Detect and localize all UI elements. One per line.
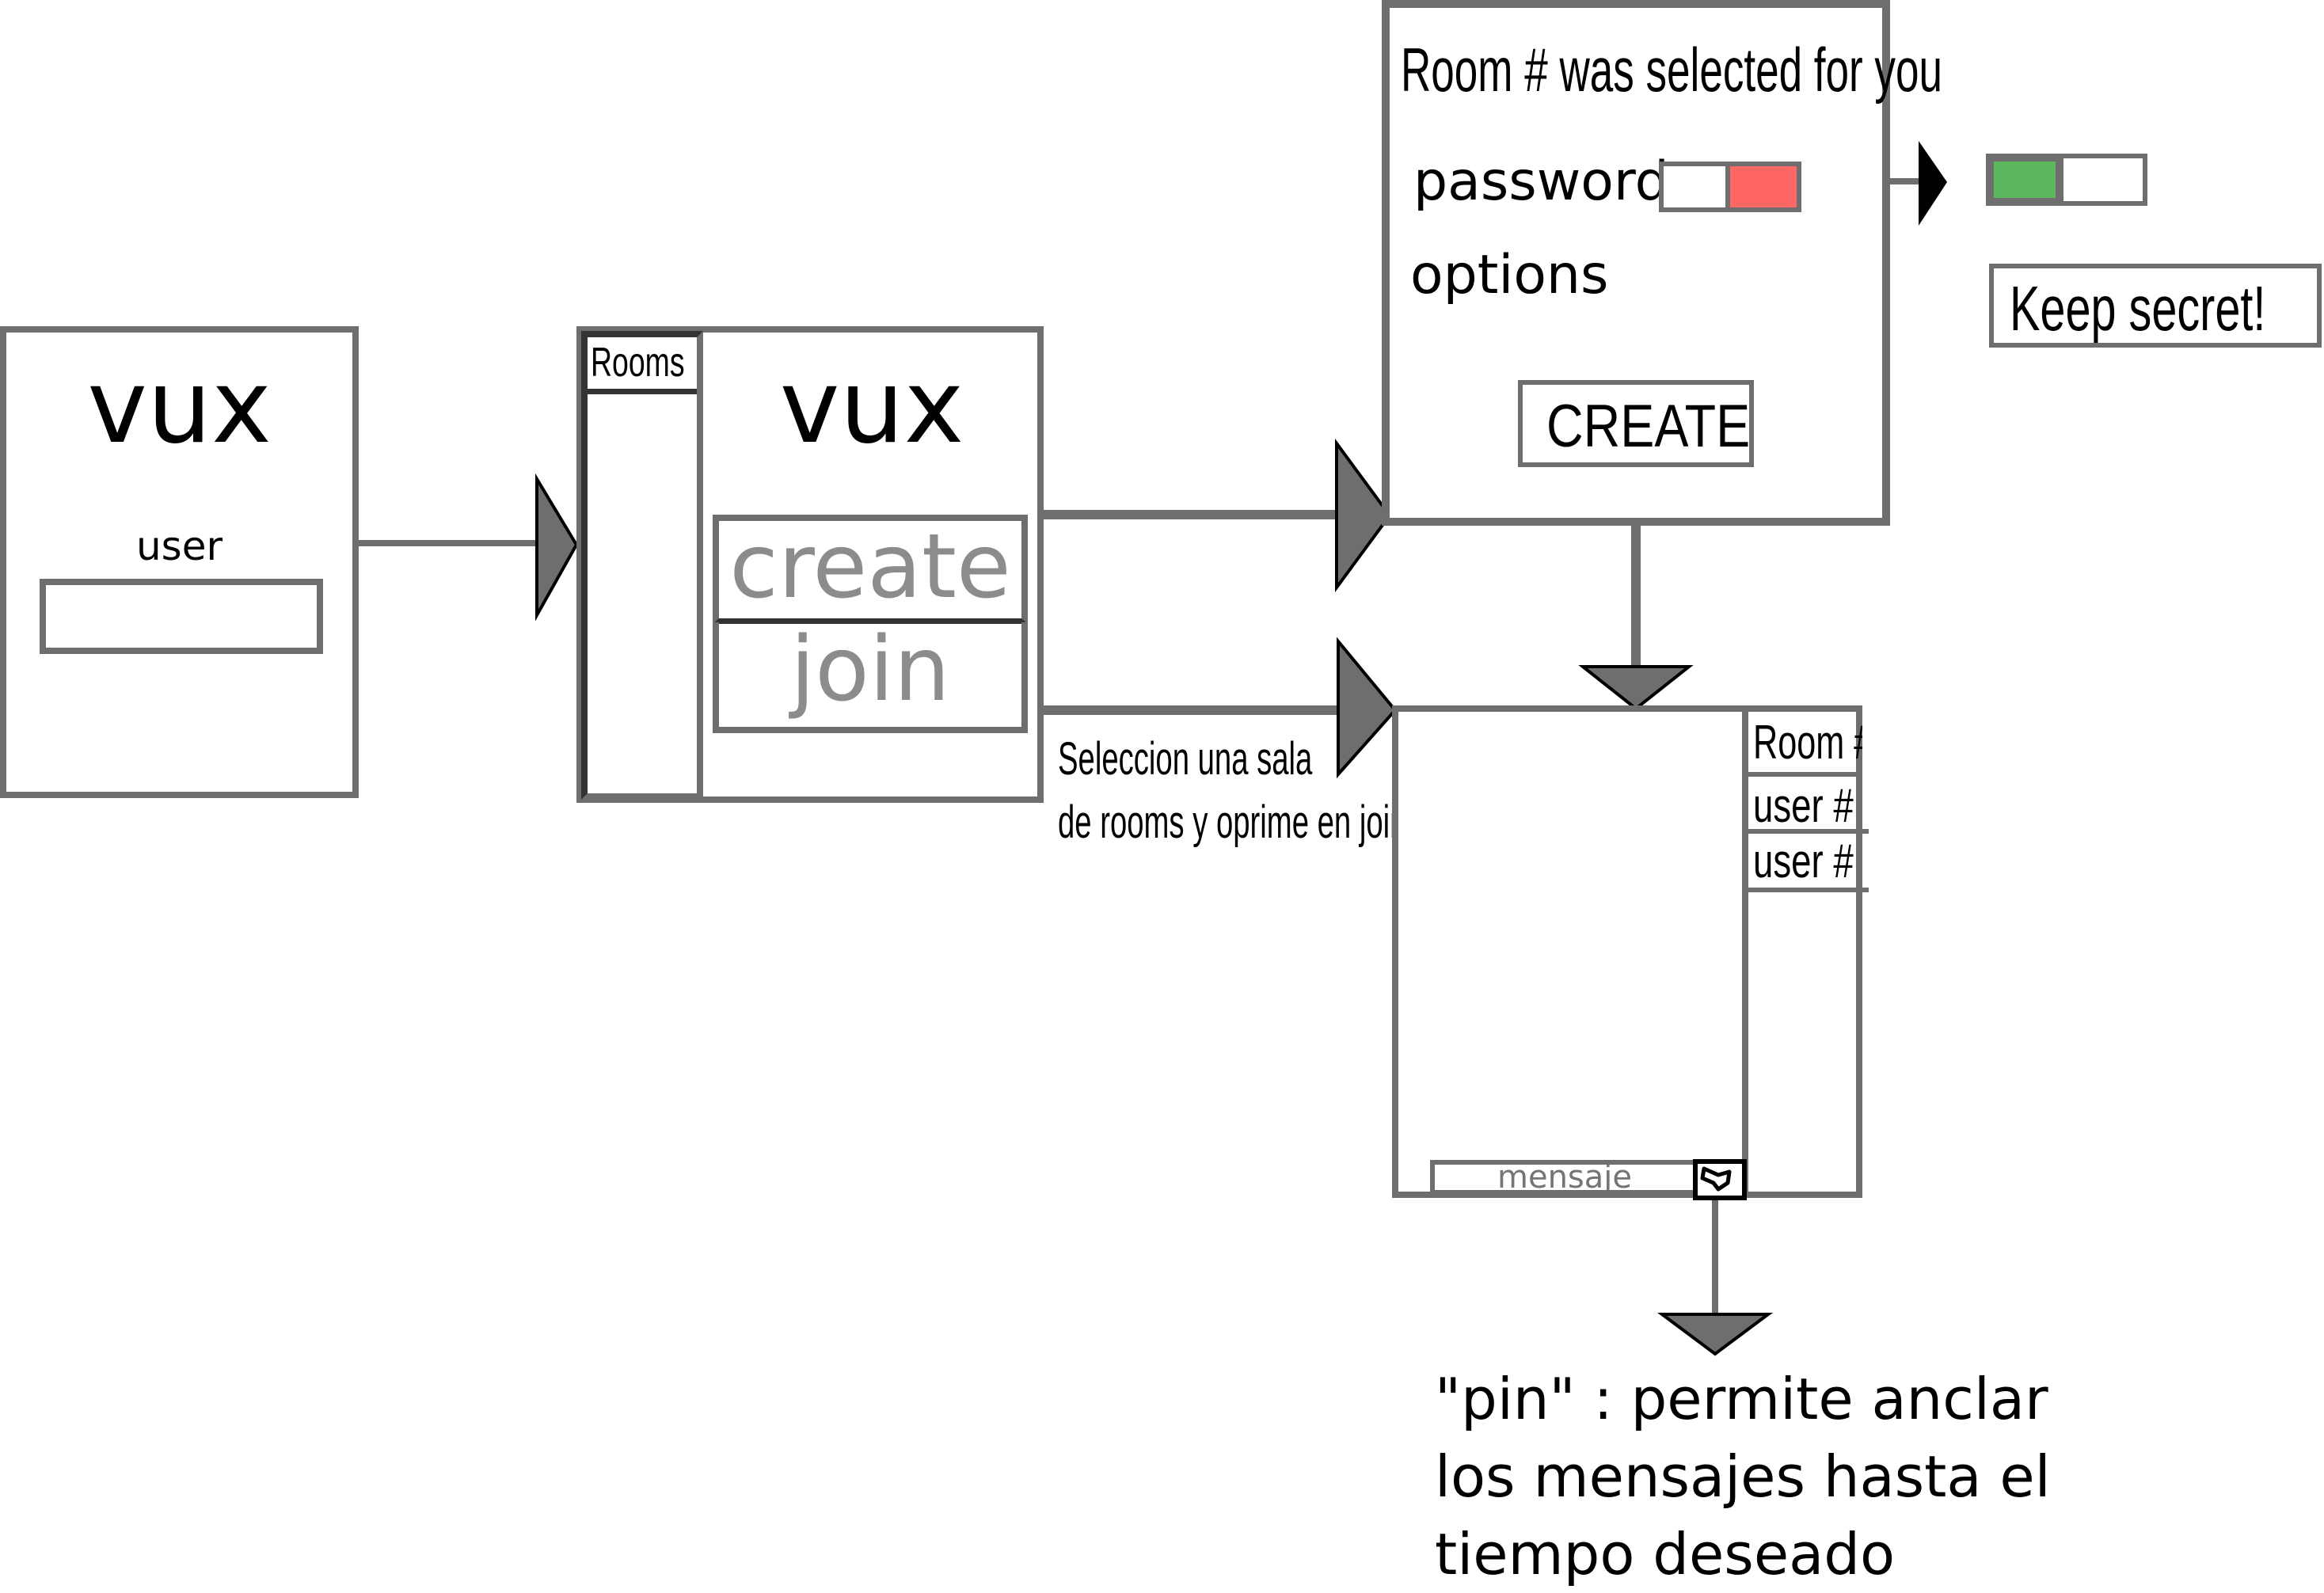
user-list-item[interactable]: user #	[1748, 834, 1869, 892]
user-input[interactable]	[40, 579, 323, 654]
toggle-double-arrow-right	[1919, 141, 1947, 226]
user-list-item-label: user #	[1753, 835, 1854, 888]
create-button[interactable]: create	[713, 515, 1028, 624]
join-button[interactable]: join	[713, 622, 1028, 733]
keep-secret-label-box: Keep secret!	[1989, 264, 2322, 348]
room-header: Room #	[1748, 705, 1862, 777]
login-logo: vux	[87, 348, 272, 466]
arrow-join-head	[1337, 637, 1398, 779]
user-list-item[interactable]: user #	[1748, 777, 1869, 834]
chat-sidebar: Room # user # user #	[1742, 705, 1869, 1198]
create-submit-button[interactable]: CREATE	[1518, 380, 1754, 467]
pin-button[interactable]	[1693, 1159, 1747, 1200]
chat-room-screen: Room # user # user #	[1392, 705, 1869, 1200]
pin-note-line3: tiempo deseado	[1435, 1521, 1895, 1587]
rooms-header-label: Rooms	[591, 340, 685, 386]
password-toggle-knob	[1725, 162, 1801, 212]
arrow-pin-head	[1656, 1313, 1774, 1356]
login-screen: vux user	[0, 326, 359, 798]
user-list-item-label: user #	[1753, 779, 1854, 832]
create-dialog: Room # was selected for you password opt…	[1382, 0, 1942, 526]
pin-icon	[1700, 1166, 1732, 1192]
create-submit-button-label: CREATE	[1546, 393, 1751, 460]
pin-note: "pin" : permite anclar los mensajes hast…	[1435, 1360, 2051, 1593]
room-header-label: Room #	[1753, 716, 1862, 769]
password-label: password	[1413, 150, 1669, 213]
join-note-line2: de rooms y oprime en join	[1058, 796, 1407, 848]
rooms-sidebar: Rooms	[581, 331, 703, 800]
password-toggle-on-knob	[1986, 154, 2063, 206]
options-label: options	[1410, 244, 1609, 306]
arrow-createbtn-head	[1578, 665, 1694, 711]
join-note-line1: Seleccion una sala	[1058, 733, 1313, 785]
pin-note-line1: "pin" : permite anclar	[1435, 1366, 2048, 1432]
create-button-label: create	[729, 515, 1011, 618]
lobby-screen: Rooms vux create join	[576, 326, 1044, 803]
arrow-create-head	[1335, 438, 1392, 593]
password-toggle-on[interactable]	[1986, 154, 2147, 206]
join-button-label: join	[790, 618, 950, 721]
create-dialog-title: Room # was selected for you	[1401, 35, 1942, 105]
lobby-logo: vux	[779, 348, 964, 466]
user-label: user	[135, 523, 223, 569]
arrow-login-to-lobby-head	[535, 473, 579, 622]
message-input[interactable]	[1430, 1160, 1699, 1195]
pin-note-line2: los mensajes hasta el	[1435, 1443, 2051, 1510]
rooms-header: Rooms	[588, 337, 697, 394]
password-toggle[interactable]	[1659, 162, 1801, 212]
keep-secret-label: Keep secret!	[2010, 273, 2266, 344]
